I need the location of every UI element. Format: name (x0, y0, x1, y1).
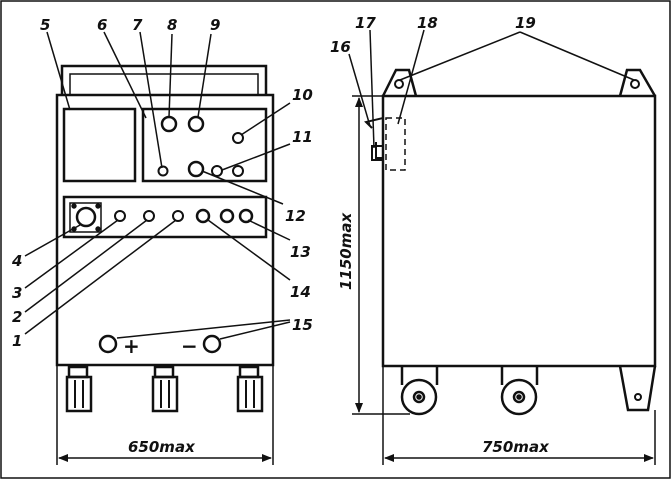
side-foot-right (618, 365, 657, 412)
callout-6: 6 (97, 16, 107, 34)
knob-12 (187, 160, 205, 178)
socket-2 (143, 210, 155, 222)
side-width-label: 750max (482, 438, 550, 456)
socket-3 (114, 210, 126, 222)
top-handle-inner (69, 73, 259, 95)
switch-body (375, 142, 383, 159)
indicator-10 (232, 132, 244, 144)
callout-9: 9 (210, 16, 220, 34)
callout-4: 4 (11, 252, 22, 270)
terminal-plus-sign: + (123, 334, 140, 358)
lug-left (381, 68, 418, 97)
top-handle (60, 64, 268, 95)
caster-right (236, 365, 264, 413)
front-view (55, 64, 275, 367)
callout-3: 3 (12, 284, 22, 302)
front-cabinet (55, 93, 275, 367)
socket-13a (219, 208, 235, 224)
socket-4 (75, 206, 97, 228)
hidden-outline-18 (385, 117, 406, 171)
lug-right-hole (630, 79, 640, 89)
callout-16: 16 (330, 38, 351, 56)
callout-18: 18 (417, 14, 438, 32)
callout-17: 17 (355, 14, 376, 32)
connector-strip (62, 195, 268, 239)
callout-10: 10 (292, 86, 313, 104)
height-label: 1150max (337, 212, 355, 291)
front-casters (65, 365, 264, 413)
side-wheel-left (400, 366, 439, 416)
socket-14 (195, 208, 211, 224)
caster-left (65, 365, 93, 413)
callout-12: 12 (285, 207, 306, 225)
knob-8 (160, 115, 178, 133)
side-view (364, 68, 657, 416)
indicator-11b (232, 165, 244, 177)
socket-4-frame (69, 202, 102, 233)
side-width-dimension (382, 366, 656, 465)
callout-19: 19 (515, 14, 536, 32)
callout-14: 14 (290, 283, 311, 301)
terminal-minus (202, 334, 222, 354)
meter-window (62, 107, 137, 183)
indicator-11a (211, 165, 223, 177)
terminal-plus (98, 334, 118, 354)
side-wheel-middle (500, 366, 539, 416)
switch-box (371, 145, 384, 161)
callout-1: 1 (12, 332, 22, 350)
side-cabinet (381, 94, 657, 368)
socket-13b (238, 208, 254, 224)
upper-control-panel (141, 107, 268, 183)
screw-tr (95, 203, 101, 209)
screw-tl (71, 203, 77, 209)
callout-7: 7 (132, 16, 143, 34)
callout-8: 8 (167, 16, 177, 34)
indicator-7 (157, 165, 169, 177)
height-dimension (352, 95, 410, 415)
knob-9 (187, 115, 205, 133)
leader-lines (24, 29, 635, 340)
callout-13: 13 (290, 243, 311, 261)
lug-left-hole (394, 79, 404, 89)
callout-11: 11 (292, 128, 313, 146)
terminal-minus-sign: − (181, 334, 198, 358)
caster-middle (151, 365, 179, 413)
front-width-dimension (56, 365, 274, 465)
lug-right (618, 68, 657, 97)
front-width-label: 650max (128, 438, 196, 456)
callout-2: 2 (12, 308, 22, 326)
screw-br (95, 226, 101, 232)
socket-1 (172, 210, 184, 222)
callout-5: 5 (40, 16, 50, 34)
callout-15: 15 (292, 316, 313, 334)
callout-numbers: 5 6 7 8 9 10 11 12 13 14 15 4 3 2 1 16 1… (11, 14, 536, 350)
